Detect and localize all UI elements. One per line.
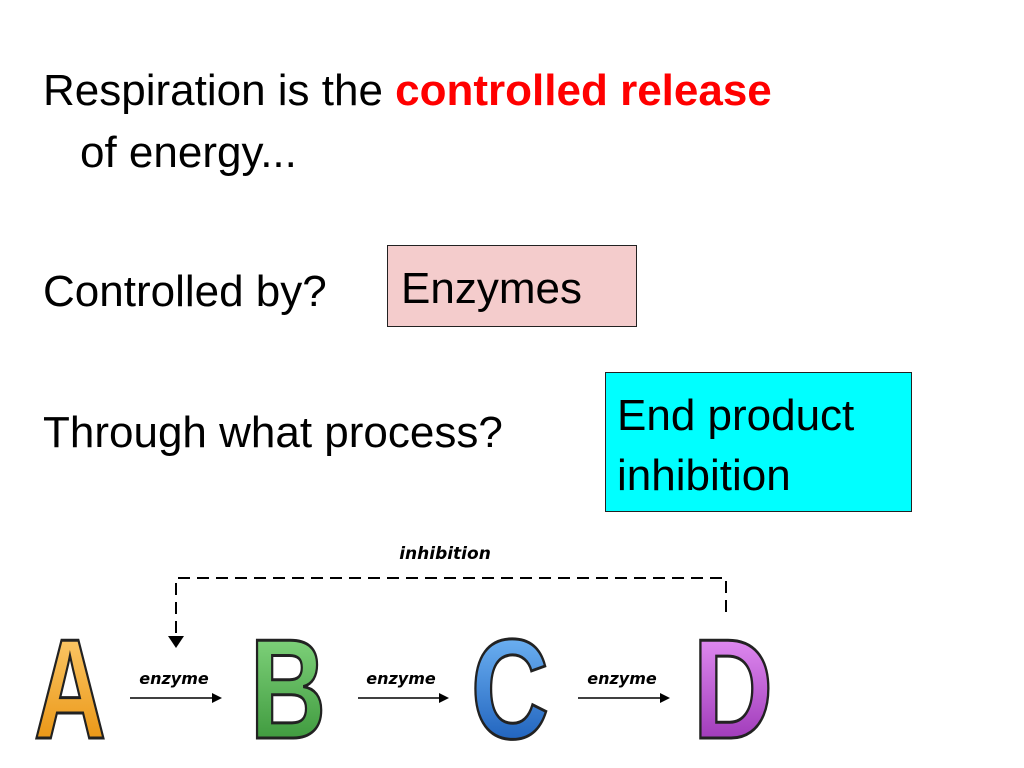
arrowhead-1 [212,693,222,703]
arrowhead-2 [439,693,449,703]
letter-c: C [471,610,549,768]
controlled-release-highlight: controlled release [395,66,772,115]
enzyme-label-2: enzyme [366,669,436,688]
enzyme-arrow-3: enzyme [578,669,670,703]
question-through-what-process: Through what process? [43,408,503,457]
letter-a: A [34,610,106,768]
letter-b: B [250,610,326,768]
inhibition-label: inhibition [399,544,491,564]
enzyme-arrow-2: enzyme [358,669,449,703]
feedback-arrowhead [168,636,184,648]
answer-line-2: inhibition [617,451,791,500]
letter-d: D [693,610,773,768]
enzyme-label-1: enzyme [139,669,209,688]
enzyme-label-3: enzyme [587,669,657,688]
line1-prefix: Respiration is the [43,66,396,115]
line-of-energy: of energy... [80,128,297,177]
answer-box-enzymes: Enzymes [387,245,637,327]
answer-enzymes-text: Enzymes [401,264,582,313]
feedback-dashed-line [175,577,727,636]
line-respiration: Respiration is the controlled release [43,66,772,116]
arrowhead-3 [660,693,670,703]
question-controlled-by: Controlled by? [43,267,327,316]
answer-line-1: End product [617,391,855,440]
enzyme-arrow-1: enzyme [130,669,222,703]
answer-box-inhibition: End product inhibition [605,372,912,512]
